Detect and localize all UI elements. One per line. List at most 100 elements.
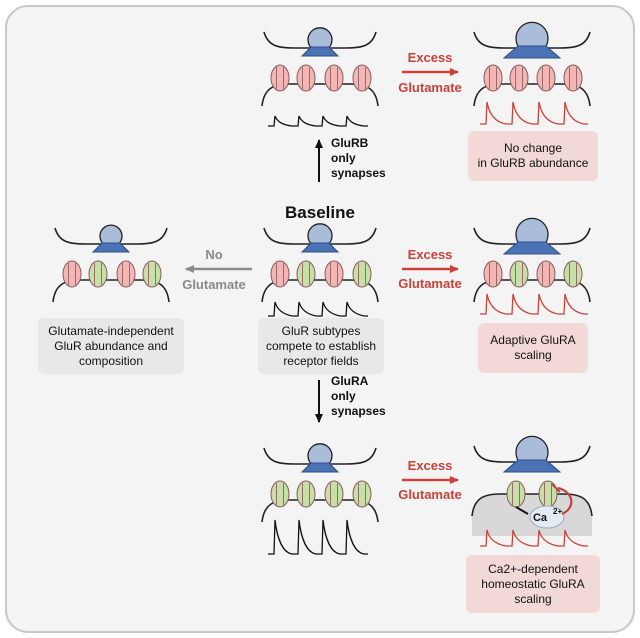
glurb-receptor (563, 64, 583, 92)
glurb-receptor (536, 260, 556, 288)
caption-box-baseline (258, 318, 384, 374)
presynaptic-terminal (263, 443, 377, 473)
excess-label-top-1: Excess (408, 50, 453, 65)
calcium-label: Ca (533, 512, 548, 524)
glura-label-2: only (331, 389, 356, 403)
excess-label-bot-2: Glutamate (398, 487, 462, 502)
outcome-box-mid (478, 323, 588, 373)
active-zone (502, 241, 562, 255)
glura-receptor (509, 260, 529, 288)
glura-label-1: GluRA (331, 374, 369, 388)
glura-label-3: synapses (331, 404, 386, 418)
labels-layer: Baseline GluRB only synapses GluRA only … (38, 50, 600, 613)
receptor-body (142, 260, 162, 288)
synapses-layer: Ca2+ (52, 21, 593, 555)
excess-label-bot-1: Excess (408, 458, 453, 473)
outcome-mid-2: scaling (514, 348, 551, 362)
excess-label-top-2: Glutamate (398, 80, 462, 95)
caption-baseline-3: receptor fields (283, 354, 358, 368)
no-glutamate-label-1: No (205, 247, 222, 262)
receptor-body (509, 260, 529, 288)
glurb-label-2: only (331, 151, 356, 165)
receptor-body (483, 64, 503, 92)
glurb-receptor (270, 64, 290, 92)
receptor-body (296, 64, 316, 92)
receptor-body (270, 64, 290, 92)
postsynaptic-membrane (473, 279, 591, 303)
outcome-top-1: No change (504, 141, 562, 155)
response-trace (480, 101, 588, 125)
calcium-ion (529, 505, 565, 529)
outcome-bottom-3: scaling (514, 592, 551, 606)
no-glutamate-label-2: Glutamate (182, 277, 246, 292)
glura-receptor (563, 260, 583, 288)
glurb-receptor (352, 64, 372, 92)
caption-baseline-1: GluR subtypes (282, 324, 361, 338)
glura-receptor (324, 480, 344, 508)
response-trace (268, 115, 368, 127)
receptor-body (296, 480, 316, 508)
receptor-body (352, 260, 372, 288)
response-trace (268, 519, 368, 555)
receptor-body (352, 480, 372, 508)
postsynaptic-membrane (261, 499, 379, 523)
excess-label-mid-2: Glutamate (398, 276, 462, 291)
receptor-body (88, 260, 108, 288)
caption-left-2: GluR abundance and (54, 339, 167, 353)
receptor-body (352, 64, 372, 92)
glura-receptor (506, 480, 526, 508)
excess-label-mid-1: Excess (408, 247, 453, 262)
glurb-receptor (296, 64, 316, 92)
glurb-label-3: synapses (331, 166, 386, 180)
active-zone (300, 462, 340, 473)
glura-receptor (296, 260, 316, 288)
receptor-body (563, 260, 583, 288)
response-trace (480, 529, 588, 547)
receptor-body (509, 64, 529, 92)
inhibition-bar (551, 483, 561, 493)
presynaptic-terminal (473, 435, 591, 473)
glurb-receptor (324, 64, 344, 92)
glurb-receptor (509, 64, 529, 92)
calcium-influx-arrow (515, 506, 529, 515)
postsynaptic-membrane (261, 279, 379, 303)
glurb-receptor (483, 260, 503, 288)
receptor-body (324, 260, 344, 288)
active-zone (502, 459, 562, 473)
receptor-body (536, 260, 556, 288)
glurb-receptor (116, 260, 136, 288)
response-trace (268, 301, 368, 317)
response-trace (480, 293, 588, 315)
outcome-top-2: in GluRB abundance (478, 156, 589, 170)
postsynaptic-membrane (52, 279, 170, 303)
glurb-receptor (324, 260, 344, 288)
baseline-title: Baseline (285, 203, 355, 222)
receptor-body (296, 260, 316, 288)
receptor-body (62, 260, 82, 288)
active-zone (300, 46, 340, 57)
glura-receptor (270, 480, 290, 508)
caption-box-left (38, 318, 184, 374)
glurb-receptor (270, 260, 290, 288)
receptor-body (324, 480, 344, 508)
glura-receptor (296, 480, 316, 508)
postsynaptic-membrane (471, 493, 593, 517)
receptor-body (563, 64, 583, 92)
glurb-receptor (62, 260, 82, 288)
outcome-box-bottom (466, 555, 600, 613)
receptor-body (116, 260, 136, 288)
active-zone (91, 242, 131, 253)
presynaptic-terminal (54, 224, 168, 253)
outcome-bottom-2: homeostatic GluRA (481, 577, 584, 591)
glurb-label-1: GluRB (331, 136, 369, 150)
glurb-receptor (483, 64, 503, 92)
presynaptic-terminal (473, 217, 591, 255)
glurb-receptor (536, 64, 556, 92)
glura-receptor (142, 260, 162, 288)
receptor-body (270, 480, 290, 508)
receptor-body (324, 64, 344, 92)
glura-receptor (352, 260, 372, 288)
receptor-body (536, 64, 556, 92)
arrows-layer (185, 68, 459, 484)
